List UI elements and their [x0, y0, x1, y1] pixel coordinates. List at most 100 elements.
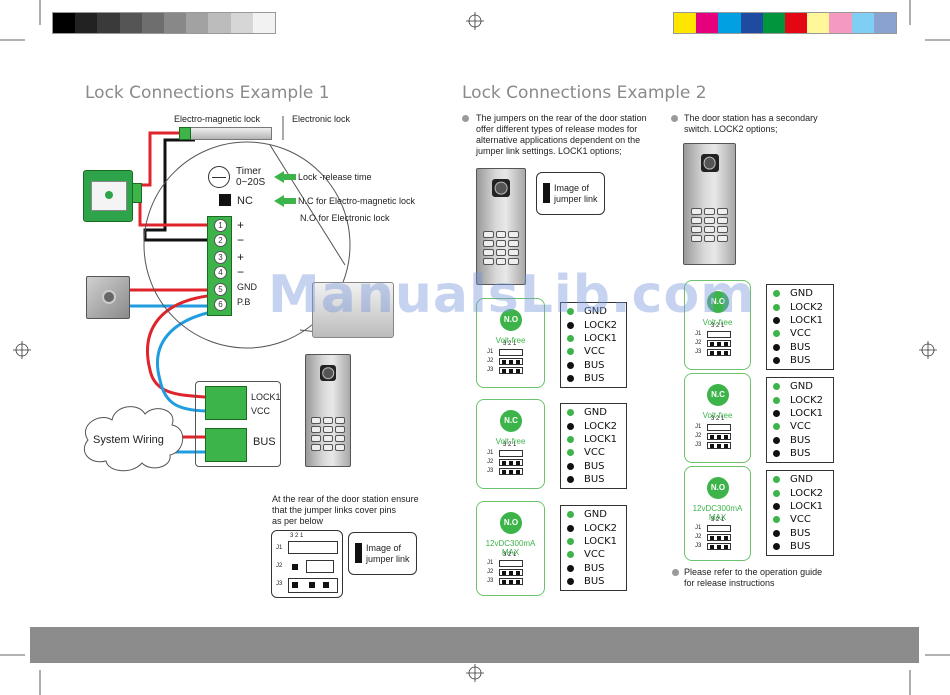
jumper-row [707, 424, 731, 431]
jumper-columns: 3 2 1 [711, 323, 725, 329]
jumper-row [707, 349, 731, 356]
terminal-dot [773, 383, 780, 391]
electronic-lock-label: Electronic lock [292, 114, 351, 124]
keypad-key [483, 231, 494, 238]
jumper-diagram: 3 2 1 J1 J2 J3 [271, 530, 343, 598]
jumper-pin [502, 360, 506, 364]
keypad-key [690, 208, 702, 215]
jumper-pin [717, 342, 721, 346]
keypad-key [483, 249, 494, 256]
lock-release-label: Lock -release time [298, 172, 372, 182]
jumper-row [499, 468, 523, 475]
terminal-dot [567, 409, 574, 417]
bullet-3 [672, 569, 679, 576]
gray-swatch [230, 13, 253, 33]
terminal-label: BUS [584, 460, 605, 472]
jumper-pin [502, 470, 506, 474]
terminal-label: BUS [584, 576, 605, 588]
terminal-row: GND [561, 406, 626, 419]
terminal-dot [567, 537, 574, 545]
terminal-dot [567, 524, 574, 532]
terminal-label: LOCK2 [584, 522, 617, 534]
jumper-pin [724, 342, 728, 346]
keypad-key [508, 249, 519, 256]
terminal-row: BUS [561, 460, 626, 473]
bullet-1 [462, 115, 469, 122]
jumper-pin [509, 571, 513, 575]
jumper-pin [509, 580, 513, 584]
keypad-key [495, 231, 507, 238]
keypad-key [703, 226, 716, 233]
terminal-row: GND [561, 508, 626, 521]
terminal-pin: 1 [214, 219, 227, 232]
gray-swatch [186, 13, 209, 33]
keypad-key [311, 417, 321, 424]
terminal-label: BUS [584, 373, 605, 385]
jumper-pin [724, 545, 728, 549]
jumper-row-label: J2 [487, 569, 494, 575]
terminal-row: VCC [767, 420, 833, 433]
gray-swatch [53, 13, 76, 33]
gray-swatch [141, 13, 165, 33]
jumper-pin [516, 571, 520, 575]
gray-swatch [164, 13, 187, 33]
terminal-label: + [237, 250, 245, 264]
footer-band [30, 627, 919, 663]
terminal-label: LOCK1 [790, 407, 823, 419]
jumper-pin [516, 360, 520, 364]
emergency-release-unit [83, 170, 133, 222]
jumper-row [499, 349, 523, 356]
jumper-pin [717, 351, 721, 355]
keypad-key [717, 235, 729, 242]
jumper-row-label: J3 [695, 349, 702, 355]
terminal-dot [567, 511, 574, 519]
terminal-label: GND [584, 306, 607, 318]
terminal-dot [567, 375, 574, 383]
jumper-row-label: J3 [487, 468, 494, 474]
keypad-key [508, 231, 519, 238]
terminal-dot [773, 436, 780, 444]
release-terminal [132, 183, 142, 203]
jumper-pin [724, 536, 728, 540]
terminal-dot [567, 578, 574, 586]
terminal-dot [567, 476, 574, 484]
terminal-label: − [237, 265, 245, 279]
jumper-row-label: J1 [695, 424, 702, 430]
gray-swatch [208, 13, 231, 33]
grayscale-calibration-bar [52, 12, 276, 34]
terminal-row: LOCK1 [561, 433, 626, 446]
terminal-row: BUS [561, 473, 626, 486]
terminal-label: GND [584, 509, 607, 521]
keypad-key [483, 240, 494, 247]
jumper-pin [724, 444, 728, 448]
terminal-row: LOCK2 [767, 300, 833, 313]
nc-description: N.C for Electro-magnetic lock [298, 196, 416, 206]
mode-badge: N.O [707, 291, 729, 313]
terminal-label: VCC [584, 447, 605, 459]
color-swatch [807, 13, 830, 33]
keypad-key [690, 226, 702, 233]
jumper-pin [710, 545, 714, 549]
terminal-label: GND [790, 288, 813, 300]
terminal-label: LOCK1 [584, 433, 617, 445]
terminal-label: VCC [790, 421, 811, 433]
terminal-label: GND [790, 474, 813, 486]
example2-intro: The jumpers on the rear of the door stat… [476, 113, 647, 156]
keypad-key [323, 444, 333, 451]
terminal-label: BUS [790, 355, 811, 367]
jumper-columns: 3 2 1 [503, 552, 517, 558]
jumper-row [499, 560, 523, 567]
keypad-key [703, 235, 716, 242]
terminal-row: BUS [767, 527, 833, 540]
terminal-row: BUS [767, 540, 833, 553]
terminal-dot [567, 348, 574, 356]
mode-badge: N.O [500, 512, 522, 534]
mode-text: Volt-free [495, 437, 526, 446]
jumper-row [499, 569, 523, 576]
rear-note: At the rear of the door station ensure t… [272, 494, 419, 526]
color-swatch [696, 13, 719, 33]
keypad-key [483, 258, 494, 265]
